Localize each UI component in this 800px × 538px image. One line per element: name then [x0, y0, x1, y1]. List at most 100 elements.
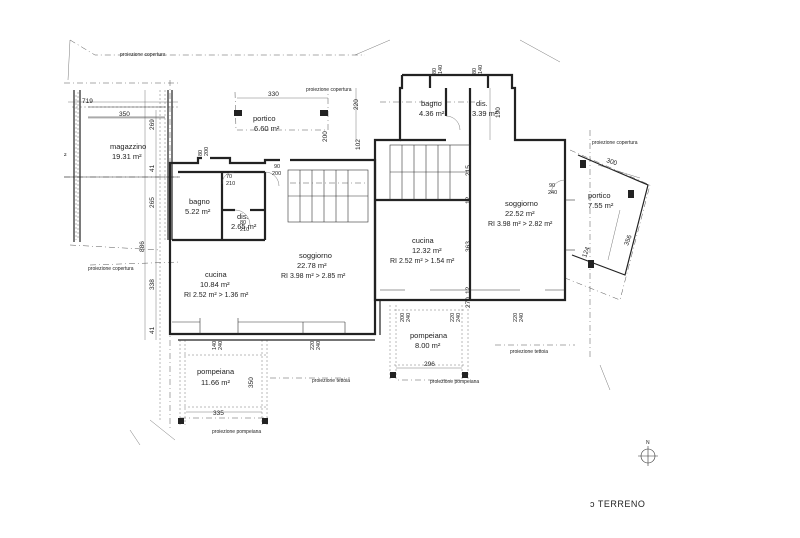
room-area-cucina-west: 10.84 m² — [200, 280, 230, 289]
open-200-c: 200 — [400, 313, 406, 322]
room-area-portico-north: 6.60 m² — [254, 124, 280, 133]
open-220-a: 220 — [310, 341, 316, 350]
room-name-dis-east: dis. — [476, 99, 488, 108]
drawing-title: ɔ TERRENO — [590, 499, 645, 509]
room-name-magazzino: magazzino — [110, 142, 146, 151]
west-doors — [221, 171, 280, 226]
open-210: 210 — [226, 181, 235, 187]
room-area-dis-east: 3.39 m² — [472, 109, 498, 118]
dim-356: 356 — [623, 234, 633, 247]
room-area-pompeiana-west: 11.66 m² — [201, 378, 231, 387]
magazzino-structure — [64, 90, 180, 242]
dim-12-a: 12 — [465, 196, 472, 204]
open-80-b: 80 — [472, 68, 478, 74]
dim-300: 300 — [605, 157, 618, 167]
note-copertura-1: proiezione copertura — [120, 52, 166, 58]
open-80-c: 80 — [198, 150, 204, 156]
room-name-bagno-west: bagno — [189, 197, 210, 206]
north-arrow: N — [638, 440, 658, 466]
note-pompeiana-1: proiezione pompeiana — [430, 379, 479, 385]
room-name-portico-east: portico — [588, 191, 611, 200]
room-ri-cucina-west: RI 2.52 m² > 1.36 m² — [184, 292, 249, 299]
dim-350-bottom: 350 — [248, 377, 255, 388]
room-ri-soggiorno-west: RI 3.98 m² > 2.85 m² — [281, 273, 346, 280]
projection-notes: proiezione copertura proiezione copertur… — [88, 52, 638, 435]
dim-41-a: 41 — [149, 164, 156, 172]
dim-270: 270 — [465, 297, 472, 308]
dimension-labels: 719 350 330 269 41 265 886 338 41 220 20… — [82, 91, 634, 417]
pompeiana-pillars — [178, 372, 468, 424]
open-240: 240 — [548, 190, 557, 196]
dim-886: 886 — [139, 241, 146, 252]
note-copertura-4: proiezione copertura — [88, 266, 134, 272]
note-pompeiana-2: proiezione pompeiana — [212, 429, 261, 435]
dim-12-b: 12 — [465, 286, 472, 294]
dim-269: 269 — [149, 119, 156, 130]
dim-719: 719 — [82, 98, 93, 105]
west-staircase — [287, 169, 369, 223]
open-210-b: 210 — [240, 227, 249, 233]
dim-265: 265 — [149, 197, 156, 208]
open-140-a: 140 — [438, 65, 444, 74]
room-area-bagno-east: 4.36 m² — [419, 109, 445, 118]
room-name-bagno-east: bagno — [421, 99, 442, 108]
note-copertura-3: proiezione copertura — [592, 140, 638, 146]
room-area-cucina-east: 12.32 m² — [412, 246, 442, 255]
open-240-e: 240 — [456, 313, 462, 322]
dim-220: 220 — [353, 99, 360, 110]
east-doors — [445, 115, 566, 195]
dim-124: 124 — [581, 246, 591, 259]
open-240-c: 240 — [316, 341, 322, 350]
dim-330: 330 — [268, 91, 279, 98]
open-70: 70 — [226, 174, 232, 180]
dim-102: 102 — [355, 139, 362, 150]
east-staircase — [389, 144, 471, 201]
dim-335: 335 — [213, 410, 224, 417]
open-220-c: 220 — [513, 313, 519, 322]
room-name-dis-west: dis. — [237, 212, 249, 221]
west-unit-walls — [168, 156, 377, 341]
opening-dimension-labels: 80 140 80 140 80 200 90 200 70 210 80 21… — [198, 65, 557, 350]
dim-41-b: 41 — [149, 326, 156, 334]
open-80-d: 80 — [240, 220, 246, 226]
open-240-b: 240 — [218, 341, 224, 350]
open-140-b: 140 — [478, 65, 484, 74]
open-90-b: 90 — [549, 183, 555, 189]
north-label: N — [646, 440, 650, 446]
room-name-pompeiana-west: pompeiana — [197, 367, 235, 376]
dimension-lines — [68, 88, 641, 413]
room-name-cucina-east: cucina — [412, 236, 435, 245]
open-240-f: 240 — [519, 313, 525, 322]
room-name-soggiorno-west: soggiorno — [299, 251, 332, 260]
room-area-soggiorno-west: 22.78 m² — [297, 261, 327, 270]
room-name-pompeiana-center: pompeiana — [410, 331, 448, 340]
open-200-b: 200 — [272, 171, 281, 177]
dim-200: 200 — [322, 131, 329, 142]
room-labels: magazzino 19.31 m² portico 6.60 m² bagno… — [64, 99, 614, 387]
cut-area-fragment: ² — [64, 151, 67, 160]
room-ri-soggiorno-east: RI 3.98 m² > 2.82 m² — [488, 221, 553, 228]
dim-350-top: 350 — [119, 111, 130, 118]
dim-338: 338 — [149, 279, 156, 290]
room-name-cucina-west: cucina — [205, 270, 228, 279]
room-area-bagno-west: 5.22 m² — [185, 207, 211, 216]
open-220-b: 220 — [450, 313, 456, 322]
portico-north-pillars — [234, 110, 328, 116]
room-area-soggiorno-east: 22.52 m² — [505, 209, 535, 218]
room-name-portico-north: portico — [253, 114, 276, 123]
note-copertura-2: proiezione copertura — [306, 87, 352, 93]
dim-296: 296 — [424, 361, 435, 368]
room-area-magazzino: 19.31 m² — [112, 152, 142, 161]
room-ri-cucina-east: RI 2.52 m² > 1.54 m² — [390, 258, 455, 265]
room-area-dis-west: 2.65 m² — [231, 222, 257, 231]
open-90-a: 90 — [274, 164, 280, 170]
open-80-a: 80 — [432, 68, 438, 74]
dim-190: 190 — [495, 107, 502, 118]
open-140-c: 140 — [212, 341, 218, 350]
open-200-a: 200 — [204, 147, 210, 156]
dim-363: 363 — [465, 241, 472, 252]
note-tettoia-2: proiezione tettoia — [510, 349, 548, 355]
portico-east-structure — [571, 154, 649, 276]
